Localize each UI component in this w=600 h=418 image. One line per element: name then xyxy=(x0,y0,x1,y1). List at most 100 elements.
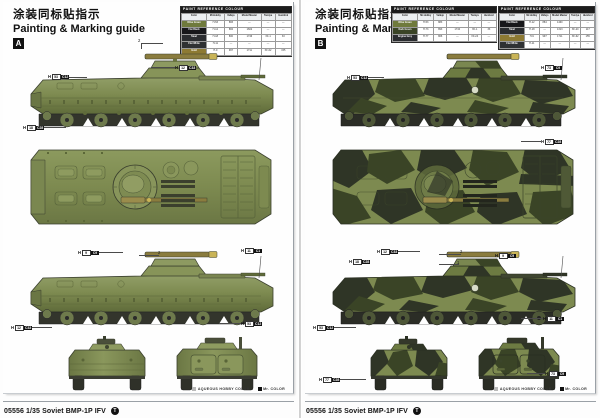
color-swatch: Steel xyxy=(181,33,207,42)
cell-tamiya: XF-62 xyxy=(568,33,582,42)
front-view-a xyxy=(61,336,153,392)
brand-logo-icon: T xyxy=(412,407,421,415)
cell-tamiya: XF-1 xyxy=(260,33,276,42)
callout-block: C12 xyxy=(61,74,70,79)
legend-mrcolor: Mr. COLOR xyxy=(257,387,285,391)
cell-vallejo: 884 xyxy=(538,19,551,28)
callout-number: 18 xyxy=(352,258,362,265)
leader-line xyxy=(219,323,241,324)
callout-block: C28 xyxy=(332,377,341,382)
cell-mrhobby: H-53 xyxy=(416,19,435,28)
leader-line xyxy=(141,43,163,44)
callout-block: C9 xyxy=(91,250,100,255)
callout-b-side-lower-1: H 12 C33 xyxy=(377,248,399,255)
col-tamiya: Tamiya xyxy=(467,12,482,21)
title-english: Painting & Marking guide xyxy=(13,23,146,35)
leader-line xyxy=(439,254,461,255)
paint-table-title: PAINT REFERENCE COLOUR xyxy=(181,7,291,13)
callout-number: 53 xyxy=(316,324,326,331)
callout-block: C9 xyxy=(554,65,563,70)
callout-block: C1 xyxy=(254,248,263,253)
mrcolor-marker-icon xyxy=(257,387,262,391)
cell-humbrol: — xyxy=(274,19,293,28)
cell-humbrol: — xyxy=(274,40,293,49)
side-view-upper-a xyxy=(23,50,283,132)
cell-master: 1711 xyxy=(237,47,262,56)
color-swatch: Flat Black xyxy=(181,26,207,35)
legend-mrcolor-label: Mr. COLOR xyxy=(565,387,587,391)
cell-tamiya: — xyxy=(568,19,582,28)
paint-table-title: PAINT REFERENCE COLOUR xyxy=(499,7,594,13)
callout-b-side-upper-1: H 53 C12 xyxy=(347,74,369,81)
col-humbrol: Humbrol xyxy=(274,12,293,21)
cell-mrhobby: H-53 xyxy=(206,19,225,28)
cell-mrhobby: H-18 xyxy=(206,33,225,42)
callout-code: H xyxy=(377,249,381,254)
col-master: Model Master xyxy=(549,12,570,21)
callout-code: H xyxy=(175,65,179,70)
callout-b-rear-1: H 73 C9 xyxy=(545,370,567,377)
leader-line xyxy=(69,77,87,78)
callout-code: H xyxy=(541,139,545,144)
col-master: Model Master xyxy=(445,12,469,21)
cell-humbrol: 33 xyxy=(480,26,498,35)
cell-master: 1460 xyxy=(549,19,570,28)
cell-master: 1740 xyxy=(445,26,469,35)
callout-side-lower-4: H 12 C33 xyxy=(11,324,33,331)
color-swatch: Flat White xyxy=(181,40,207,49)
paint-row: Gold H-9 997 1711 XF-62 155 xyxy=(499,33,595,42)
callout-side-lower-3: H 53 C12 xyxy=(241,320,263,327)
callout-code: H xyxy=(48,74,52,79)
paint-row: Gold H-9 997 1711 XF-62 155 xyxy=(181,47,293,56)
mark-number-2: 2 xyxy=(158,250,161,255)
front-view-b xyxy=(363,336,455,392)
paint-table-grid: Color Mr.Hobby Vallejo Model Master Tami… xyxy=(499,12,595,49)
cell-master: — xyxy=(237,40,262,49)
callout-code: H xyxy=(23,125,27,130)
callout-block: C1 xyxy=(556,316,565,321)
callout-number: 12 xyxy=(380,248,390,255)
cell-vallejo: 997 xyxy=(538,33,551,42)
col-tamiya: Tamiya xyxy=(260,12,276,21)
cell-vallejo: 883 xyxy=(223,19,239,28)
cell-humbrol: 33 xyxy=(274,33,293,42)
callout-number: 73 xyxy=(548,370,558,377)
callout-side-lower-2: H 11 C1 xyxy=(241,247,263,254)
paint-row: Dark Green H-73 893 1740 XF-1 33 xyxy=(392,26,498,35)
callout-number: 12 xyxy=(178,64,188,71)
callout-code: H xyxy=(78,250,82,255)
rear-view-b xyxy=(473,336,565,392)
leader-line xyxy=(151,67,175,68)
cell-master: — xyxy=(445,19,469,28)
leader-line xyxy=(368,77,384,78)
callout-code: H xyxy=(319,377,323,382)
col-mrhobby: Mr.Hobby xyxy=(524,12,540,21)
leader-line xyxy=(32,327,52,328)
callout-b-side-lower-3: H 9 C9 xyxy=(495,252,517,259)
callout-block: C33 xyxy=(188,65,197,70)
paint-reference-table-a1: PAINT REFERENCE COLOUR Color Mr.Hobby Va… xyxy=(180,6,293,57)
color-swatch: Gold xyxy=(499,33,525,42)
leader-line xyxy=(398,251,420,252)
cell-vallejo: 884 xyxy=(223,26,239,35)
paint-table-grid: Color Mr.Hobby Vallejo Model Master Tami… xyxy=(181,12,293,56)
paint-row: Steel H-18 — 1313 XF-20 117 xyxy=(499,26,595,35)
footer-a: 05556 1/35 Soviet BMP-1P IFV T xyxy=(4,407,119,415)
paint-row: Engine Grey H-77 866 — XF-24 — xyxy=(392,33,498,42)
panel-a-header: 涂装同标贴指示 Painting & Marking guide xyxy=(13,8,146,36)
callout-number: 73 xyxy=(544,64,554,71)
callout-block: C28 xyxy=(554,139,563,144)
legend-aqueous: AQUEOUS HOBBY COLOR xyxy=(494,387,551,391)
callout-side-lower-1: H 9 C9 xyxy=(78,249,100,256)
side-view-lower-b xyxy=(325,250,585,330)
col-mrhobby: Mr.Hobby xyxy=(416,12,435,21)
leader-line xyxy=(139,255,159,256)
callout-code: H xyxy=(545,371,549,376)
cell-master: — xyxy=(237,19,262,28)
side-view-lower-a xyxy=(23,250,283,330)
cell-tamiya: — xyxy=(260,40,276,49)
paint-row: Flat White H-11 — — — — xyxy=(181,40,293,49)
callout-block: C28 xyxy=(36,125,45,130)
cell-tamiya: — xyxy=(568,40,582,49)
col-color: Color xyxy=(392,12,418,21)
